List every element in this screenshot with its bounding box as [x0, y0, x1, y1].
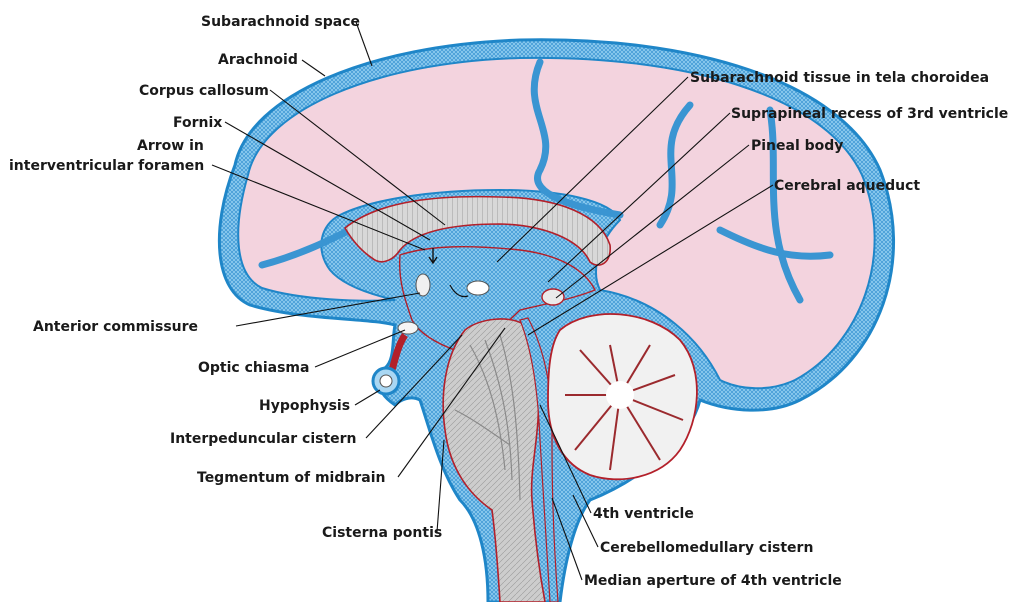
label-anterior-commissure: Anterior commissure [33, 319, 198, 335]
cerebellum-center [606, 381, 634, 409]
label-fornix: Fornix [173, 115, 222, 131]
label-corpus-callosum: Corpus callosum [139, 83, 269, 99]
leader-arachnoid [302, 60, 325, 76]
label-4th-ventricle: 4th ventricle [593, 506, 694, 522]
label-optic-chiasma: Optic chiasma [198, 360, 309, 376]
label-subarachnoid-space: Subarachnoid space [201, 14, 360, 30]
label-median-aperture: Median aperture of 4th ventricle [584, 573, 842, 589]
label-arachnoid: Arachnoid [218, 52, 298, 68]
label-tegmentum-midbrain: Tegmentum of midbrain [197, 470, 386, 486]
label-suprapineal-recess: Suprapineal recess of 3rd ventricle [731, 106, 1008, 122]
label-cerebellomedullary-cistern: Cerebellomedullary cistern [600, 540, 813, 556]
label-arrow-in: Arrow in [137, 138, 204, 154]
leader-hypophysis [355, 390, 380, 405]
anterior-commissure-nucleus [416, 274, 430, 296]
thalamic-adhesion [467, 281, 489, 295]
label-cisterna-pontis: Cisterna pontis [322, 525, 442, 541]
label-interventricular-foramen: interventricular foramen [9, 158, 204, 174]
label-interpeduncular-cistern: Interpeduncular cistern [170, 431, 357, 447]
label-pineal-body: Pineal body [751, 138, 843, 154]
pineal-body-shape [542, 289, 564, 305]
label-cerebral-aqueduct: Cerebral aqueduct [774, 178, 920, 194]
hypophysis-core [380, 375, 392, 387]
label-hypophysis: Hypophysis [259, 398, 350, 414]
label-subarachnoid-tissue: Subarachnoid tissue in tela choroidea [690, 70, 989, 86]
